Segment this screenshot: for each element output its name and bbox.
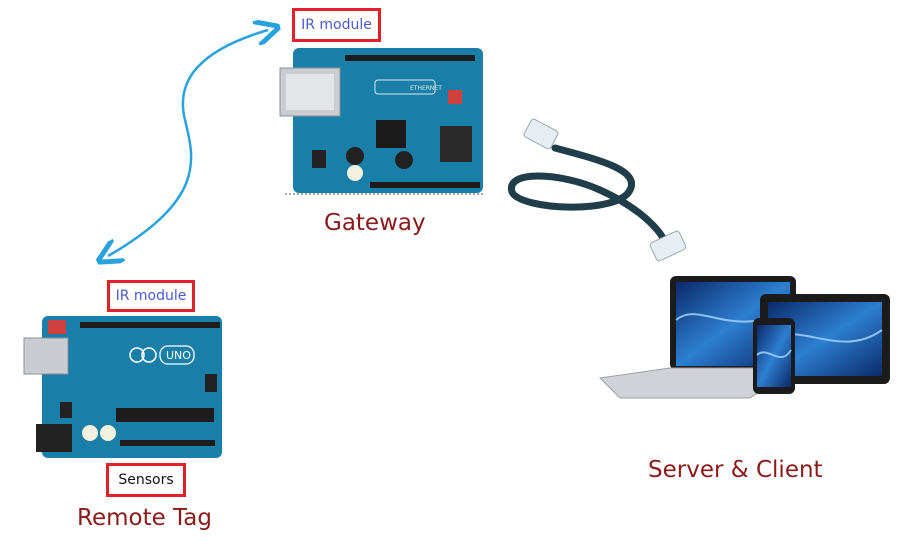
sensors-label: Sensors bbox=[106, 463, 186, 497]
bidirectional-arrow-icon bbox=[108, 30, 268, 256]
arduino-ethernet-board-icon: ETHERNET bbox=[279, 48, 485, 195]
server-client-caption: Server & Client bbox=[648, 457, 823, 483]
phone-icon bbox=[753, 318, 795, 394]
remote-tag-ir-module-text: IR module bbox=[115, 288, 187, 304]
arduino-uno-board-icon: UNO bbox=[23, 316, 222, 458]
gateway-ir-module-text: IR module bbox=[301, 17, 372, 33]
sensors-text: Sensors bbox=[118, 472, 174, 488]
gateway-caption: Gateway bbox=[324, 210, 426, 236]
remote-tag-caption: Remote Tag bbox=[77, 505, 212, 531]
gateway-board-text: ETHERNET bbox=[410, 85, 442, 92]
uno-board-text: UNO bbox=[166, 349, 191, 362]
remote-tag-ir-module-label: IR module bbox=[107, 280, 195, 312]
ethernet-cable-icon bbox=[508, 118, 687, 262]
gateway-ir-module-label: IR module bbox=[292, 8, 381, 42]
